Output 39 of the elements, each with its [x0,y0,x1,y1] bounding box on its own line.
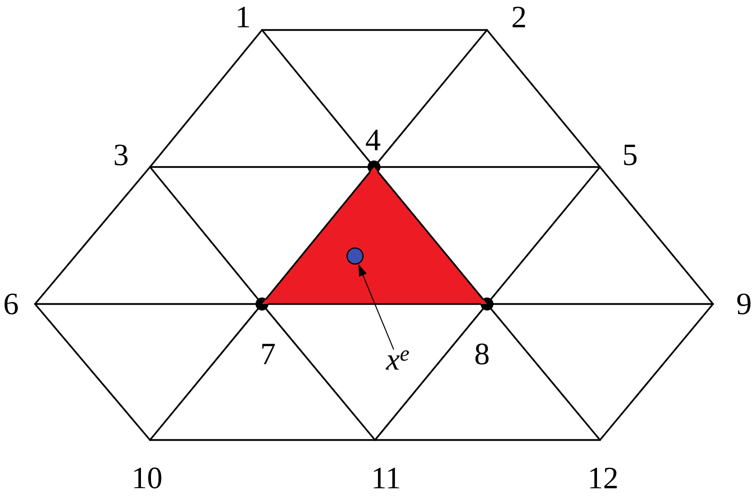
mesh-line [34,303,151,441]
mesh-line [34,303,256,305]
mesh-line [149,166,259,300]
vertex-number: 12 [590,468,617,488]
mesh-line [268,303,482,305]
vertex-number: 10 [134,468,162,488]
mesh-line [149,439,376,441]
vertex-number: 3 [114,144,128,166]
mesh-line [374,308,484,441]
mesh-line [492,303,714,305]
vertex-number: 9 [737,294,750,314]
mesh-line [490,308,601,441]
mesh-line [34,166,151,305]
mesh-line [599,166,714,305]
vertex-number: 8 [475,344,489,364]
mesh-line [377,29,488,163]
mesh-line [261,29,488,31]
mesh-line [377,171,484,300]
vertex-number: 7 [262,344,275,364]
mesh-line [261,29,371,163]
mesh-line [374,439,601,441]
mesh-line [265,308,376,441]
mesh-line [265,171,371,300]
vertex-number: 4 [366,130,380,150]
vertex-number: 1 [238,6,249,28]
mesh-line [486,29,601,168]
mesh-line [149,166,368,168]
shaded-triangle [262,167,487,304]
vertex-number: 2 [512,6,526,28]
mesh-line [149,308,259,441]
vertex-number: 5 [624,144,637,166]
point-dot [346,247,364,265]
point-label: x$^{e}$ [386,350,409,370]
mesh-line [149,29,263,168]
mesh-line [490,166,601,300]
mesh-line [380,166,601,168]
vertex-number: 6 [4,294,18,314]
mesh-line [599,303,714,441]
vertex-number: 11 [374,468,400,488]
